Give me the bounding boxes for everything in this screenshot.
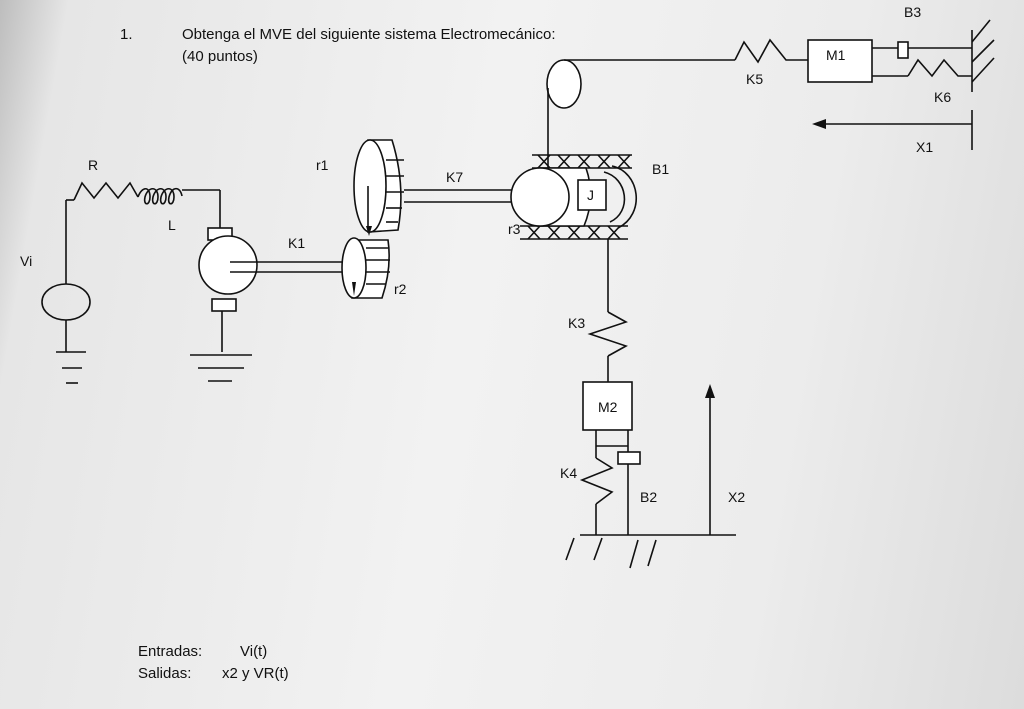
label-k1: K1: [288, 235, 306, 251]
motor-brush-bottom: [211, 298, 237, 312]
label-m2: M2: [598, 399, 618, 415]
label-b1: B1: [652, 161, 670, 177]
gear-r2: [341, 237, 367, 299]
label-l: L: [168, 217, 176, 233]
problem-statement: Obtenga el MVE del siguiente sistema Ele…: [182, 26, 556, 43]
inertia-j: [577, 179, 607, 211]
spring-k5: [734, 38, 808, 64]
label-b2: B2: [640, 489, 658, 505]
bearing-b1-top: [537, 154, 631, 169]
damper-b3: [897, 41, 909, 59]
label-m1: M1: [826, 47, 846, 63]
label-k7: K7: [446, 169, 464, 185]
gear-r1: [353, 139, 387, 233]
spring-k6: [907, 58, 972, 78]
problem-points: (40 puntos): [182, 48, 258, 65]
spring-k4: [579, 457, 614, 505]
spring-k3: [587, 311, 628, 357]
outputs-label: Salidas:: [138, 665, 192, 682]
problem-number: 1.: [120, 26, 133, 43]
voltage-source-vi: [41, 283, 91, 321]
gear-train: [230, 139, 512, 299]
label-j: J: [587, 187, 594, 203]
damper-b2: [617, 451, 641, 465]
electric-circuit: [41, 181, 258, 384]
label-r3: r3: [508, 221, 521, 237]
label-b3: B3: [904, 4, 922, 20]
damper-b1: [611, 165, 638, 229]
inductor-l: [137, 187, 183, 205]
label-x2: X2: [728, 489, 746, 505]
label-r2: r2: [394, 281, 407, 297]
mass-m1-branch: [734, 19, 995, 150]
inputs-label: Entradas:: [138, 643, 203, 660]
label-vi: Vi: [20, 253, 33, 269]
label-k3: K3: [568, 315, 586, 331]
outputs-value: x2 y VR(t): [222, 665, 289, 682]
dc-motor: [198, 235, 258, 295]
inputs-value: Vi(t): [240, 643, 268, 660]
label-r1: r1: [316, 157, 329, 173]
pulley: [546, 59, 582, 109]
rotational-load: [510, 59, 735, 382]
label-k4: K4: [560, 465, 578, 481]
label-k6: K6: [934, 89, 952, 105]
bearing-b1-bottom: [527, 225, 621, 240]
mass-m2: [582, 381, 633, 431]
resistor-r: [73, 181, 139, 201]
mass-m2-branch: [565, 381, 736, 569]
mass-m1: [807, 39, 873, 83]
label-r: R: [88, 157, 99, 173]
drum-r3: [510, 167, 570, 227]
label-k5: K5: [746, 71, 764, 87]
label-x1: X1: [916, 139, 934, 155]
